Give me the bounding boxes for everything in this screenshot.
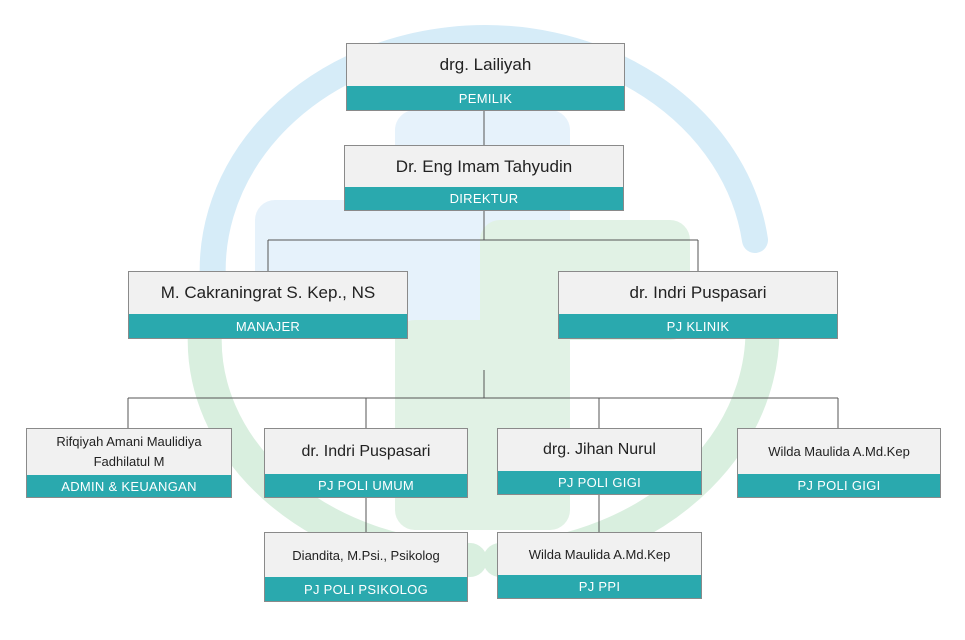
- node-poli-gigi-2: Wilda Maulida A.Md.Kep PJ POLI GIGI: [737, 428, 941, 498]
- node-director: Dr. Eng Imam Tahyudin DIREKTUR: [344, 145, 624, 211]
- node-admin-role: ADMIN & KEUANGAN: [27, 475, 231, 497]
- node-admin: Rifqiyah Amani Maulidiya Fadhilatul M AD…: [26, 428, 232, 498]
- node-manager-role: MANAJER: [129, 314, 407, 338]
- node-poli-umum-role: PJ POLI UMUM: [265, 474, 467, 497]
- node-poli-gigi-1: drg. Jihan Nurul PJ POLI GIGI: [497, 428, 702, 495]
- node-poli-umum: dr. Indri Puspasari PJ POLI UMUM: [264, 428, 468, 498]
- node-owner: drg. Lailiyah PEMILIK: [346, 43, 625, 111]
- node-poli-gigi-1-role: PJ POLI GIGI: [498, 471, 701, 494]
- node-psikolog-name: Diandita, M.Psi., Psikolog: [292, 547, 440, 563]
- node-pj-klinik-role: PJ KLINIK: [559, 314, 837, 338]
- node-manager: M. Cakraningrat S. Kep., NS MANAJER: [128, 271, 408, 339]
- node-ppi-name: Wilda Maulida A.Md.Kep: [528, 546, 671, 562]
- node-owner-role: PEMILIK: [347, 86, 624, 110]
- node-admin-name: Rifqiyah Amani Maulidiya Fadhilatul M: [56, 434, 202, 469]
- node-psikolog-role: PJ POLI PSIKOLOG: [265, 577, 467, 601]
- node-ppi: Wilda Maulida A.Md.Kep PJ PPI: [497, 532, 702, 599]
- node-poli-gigi-1-name: drg. Jihan Nurul: [543, 441, 656, 458]
- node-poli-umum-name: dr. Indri Puspasari: [301, 442, 431, 460]
- node-poli-gigi-2-role: PJ POLI GIGI: [738, 474, 940, 497]
- node-manager-name: M. Cakraningrat S. Kep., NS: [160, 283, 376, 302]
- node-poli-gigi-2-name: Wilda Maulida A.Md.Kep: [768, 444, 910, 459]
- node-owner-name: drg. Lailiyah: [439, 55, 532, 74]
- node-director-role: DIREKTUR: [345, 187, 623, 210]
- node-ppi-role: PJ PPI: [498, 575, 701, 598]
- node-pj-klinik-name: dr. Indri Puspasari: [629, 283, 767, 302]
- node-pj-klinik: dr. Indri Puspasari PJ KLINIK: [558, 271, 838, 339]
- node-director-name: Dr. Eng Imam Tahyudin: [395, 156, 573, 176]
- node-psikolog: Diandita, M.Psi., Psikolog PJ POLI PSIKO…: [264, 532, 468, 602]
